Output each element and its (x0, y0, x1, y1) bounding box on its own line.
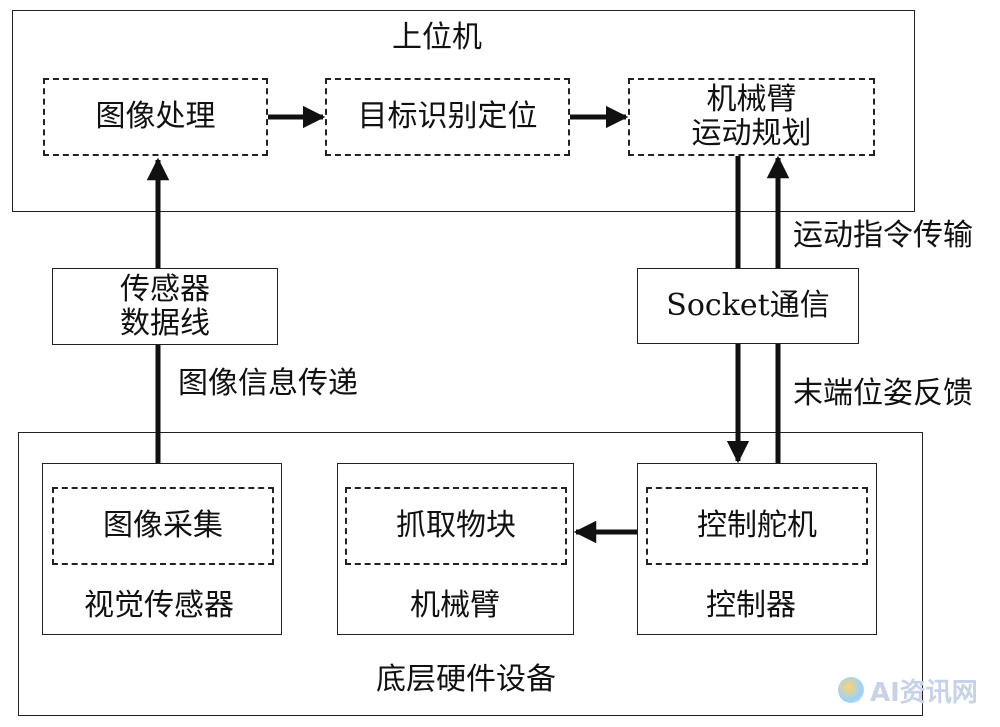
target-locating-box: 目标识别定位 (325, 78, 570, 156)
watermark-logo-icon (838, 677, 864, 703)
image-capture-box: 图像采集 (52, 487, 274, 565)
watermark-text: AI资讯网 (870, 677, 978, 708)
vision-sensor-box (42, 463, 282, 635)
grab-block-label: 抓取物块 (396, 508, 516, 543)
arm-planning-label-2: 运动规划 (691, 116, 812, 151)
motion-command-label: 运动指令传输 (793, 218, 973, 253)
lower-hardware-title: 底层硬件设备 (376, 662, 556, 697)
grab-block-box: 抓取物块 (345, 487, 567, 565)
controller-label: 控制器 (706, 588, 796, 623)
vision-sensor-label: 视觉传感器 (84, 588, 234, 623)
image-processing-box: 图像处理 (43, 78, 268, 156)
upper-computer-box (12, 10, 915, 212)
socket-box: Socket通信 (637, 268, 859, 344)
socket-label: Socket通信 (666, 288, 830, 323)
arm-planning-label-1: 机械臂 (706, 82, 797, 117)
image-capture-label: 图像采集 (103, 508, 223, 543)
lower-hardware-box (18, 432, 923, 716)
controller-box (637, 463, 877, 635)
robot-arm-box (337, 463, 574, 635)
arm-planning-box: 机械臂 运动规划 (628, 78, 875, 156)
sensor-dataline-box: 传感器 数据线 (52, 268, 278, 345)
robot-arm-label: 机械臂 (410, 588, 500, 623)
watermark: AI资讯网 (838, 670, 988, 710)
control-servo-label: 控制舵机 (697, 508, 817, 543)
image-transfer-label: 图像信息传递 (178, 366, 358, 401)
control-servo-box: 控制舵机 (646, 487, 868, 565)
image-processing-label: 图像处理 (95, 99, 216, 134)
sensor-dataline-label-1: 传感器 (120, 271, 210, 307)
upper-computer-title: 上位机 (392, 20, 482, 55)
sensor-dataline-label-2: 数据线 (120, 305, 210, 341)
target-locating-label: 目标识别定位 (357, 99, 538, 134)
pose-feedback-label: 末端位姿反馈 (793, 376, 973, 411)
